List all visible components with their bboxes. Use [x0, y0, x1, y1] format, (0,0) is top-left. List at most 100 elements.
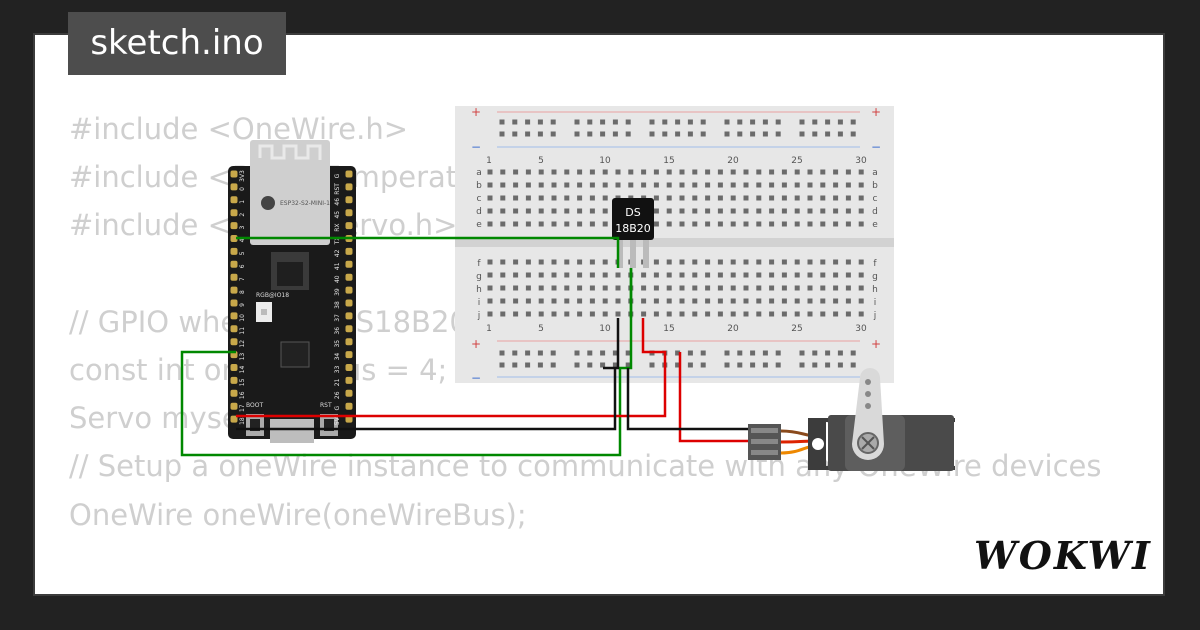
- breadboard-hole: [794, 285, 800, 291]
- breadboard-hole: [737, 350, 743, 356]
- connector-pin: [751, 439, 778, 444]
- breadboard-hole: [551, 221, 557, 227]
- breadboard-hole: [615, 285, 621, 291]
- breadboard-hole: [577, 221, 583, 227]
- breadboard-hole: [730, 221, 736, 227]
- breadboard-hole: [589, 221, 595, 227]
- board-pin[interactable]: [345, 325, 353, 333]
- pin-label: 18: [239, 417, 246, 425]
- breadboard-hole: [550, 362, 556, 368]
- board-pin[interactable]: [345, 312, 353, 320]
- column-number: 15: [663, 324, 674, 334]
- breadboard-hole: [845, 259, 851, 265]
- wire-black-ground[interactable]: [236, 318, 620, 431]
- file-tab[interactable]: sketch.ino: [68, 12, 286, 75]
- breadboard-hole: [577, 272, 583, 278]
- breadboard-hole: [743, 272, 749, 278]
- wire-red-servo[interactable]: [678, 352, 752, 443]
- breadboard-hole: [743, 195, 749, 201]
- board-pin[interactable]: [230, 273, 238, 281]
- breadboard-hole: [845, 221, 851, 227]
- breadboard-hole: [820, 221, 826, 227]
- breadboard-hole: [756, 169, 762, 175]
- board-pin[interactable]: [345, 273, 353, 281]
- board-pin[interactable]: [345, 351, 353, 359]
- board-pin[interactable]: [230, 364, 238, 371]
- board-pin[interactable]: [345, 415, 353, 423]
- breadboard-hole: [756, 298, 762, 304]
- breadboard-hole: [551, 169, 557, 175]
- board-pin[interactable]: [230, 389, 238, 397]
- board-pin[interactable]: [230, 235, 238, 242]
- breadboard-hole: [537, 131, 543, 137]
- row-letter: i: [478, 298, 481, 308]
- breadboard-hole: [692, 259, 698, 265]
- board-pin[interactable]: [230, 415, 238, 423]
- board-pin[interactable]: [230, 402, 238, 410]
- board-pin[interactable]: [345, 260, 353, 268]
- sensor-leg: [617, 238, 623, 268]
- board-pin[interactable]: [345, 299, 353, 307]
- board-pin[interactable]: [230, 170, 238, 178]
- board-pin[interactable]: [230, 247, 238, 255]
- board-pin[interactable]: [345, 222, 353, 230]
- board-pin[interactable]: [345, 364, 353, 371]
- breadboard-hole: [825, 131, 831, 137]
- wire-black-servo[interactable]: [626, 368, 752, 431]
- breadboard-hole: [589, 272, 595, 278]
- pin-label: 16: [239, 391, 246, 399]
- breadboard-hole: [675, 119, 681, 125]
- board-pin[interactable]: [230, 312, 238, 320]
- board-pin[interactable]: [230, 222, 238, 230]
- breadboard-hole: [641, 272, 647, 278]
- board-pin[interactable]: [345, 402, 353, 410]
- board-pin[interactable]: [345, 247, 353, 255]
- breadboard-hole: [794, 311, 800, 317]
- wire-green-data[interactable]: [236, 236, 620, 268]
- board-pin[interactable]: [230, 299, 238, 307]
- servo-motor[interactable]: [748, 368, 971, 471]
- board-pin[interactable]: [345, 183, 353, 191]
- breadboard-hole: [700, 119, 706, 125]
- board-pin[interactable]: [345, 338, 353, 346]
- pin-label: 38: [334, 301, 341, 309]
- board-pin[interactable]: [230, 325, 238, 333]
- board-pin[interactable]: [230, 286, 238, 294]
- breadboard-hole: [794, 169, 800, 175]
- breadboard-hole: [845, 182, 851, 188]
- board-pin[interactable]: [345, 170, 353, 178]
- breadboard-hole: [781, 208, 787, 214]
- breadboard-hole: [807, 259, 813, 265]
- breadboard-hole: [653, 259, 659, 265]
- board-pin[interactable]: [345, 209, 353, 217]
- wire-red-power[interactable]: [236, 318, 667, 418]
- board-pin[interactable]: [230, 376, 238, 384]
- ds18b20-sensor[interactable]: DS 18B20: [612, 198, 654, 268]
- row-letter: f: [873, 259, 877, 269]
- breadboard-hole: [692, 169, 698, 175]
- breadboard-hole: [799, 362, 805, 368]
- breadboard-hole: [743, 259, 749, 265]
- board-pin[interactable]: [345, 286, 353, 294]
- board-pin[interactable]: [345, 196, 353, 204]
- screw-slot: [861, 436, 875, 450]
- breadboard-hole: [602, 195, 608, 201]
- board-pin[interactable]: [345, 376, 353, 384]
- board-pin[interactable]: [230, 338, 238, 346]
- breadboard-hole: [679, 169, 685, 175]
- board-pin[interactable]: [230, 209, 238, 217]
- breadboard-hole: [653, 311, 659, 317]
- esp32-s2-board[interactable]: ESP32-S2-MINI-1 RGB@IO18 BOOT RST 3V3012…: [228, 140, 356, 443]
- breadboard-hole: [525, 272, 531, 278]
- board-pin[interactable]: [345, 389, 353, 397]
- wire-green-pullup[interactable]: [180, 268, 633, 457]
- breadboard-hole: [602, 221, 608, 227]
- breadboard-hole: [500, 272, 506, 278]
- breadboard-hole: [600, 350, 606, 356]
- board-pin[interactable]: [230, 183, 238, 191]
- board-pin[interactable]: [230, 196, 238, 204]
- breadboard-hole: [512, 119, 518, 125]
- breadboard-hole: [850, 131, 856, 137]
- board-pin[interactable]: [230, 260, 238, 268]
- pin-label: 13: [239, 353, 246, 361]
